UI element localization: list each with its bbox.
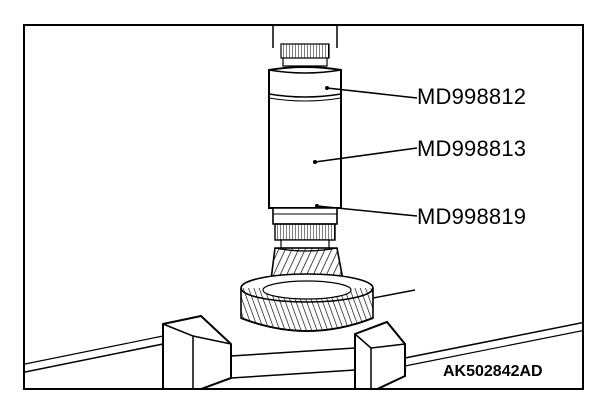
diagram-frame: MD998812 MD998813 MD998819 AK502842AD: [23, 24, 584, 390]
bearing: [274, 223, 336, 249]
leader-lines: [313, 86, 418, 217]
callout-md998813: MD998813: [417, 136, 527, 161]
special-tool-cylinder: [268, 66, 342, 225]
helical-pinion: [270, 247, 344, 281]
press-base: [25, 289, 582, 388]
figure-code: AK502842AD: [443, 363, 543, 380]
large-gear: [240, 273, 374, 332]
press-shaft: [272, 26, 338, 67]
callout-md998819: MD998819: [417, 204, 527, 229]
callout-md998812: MD998812: [417, 84, 527, 109]
tool-installation-drawing: [25, 26, 582, 388]
